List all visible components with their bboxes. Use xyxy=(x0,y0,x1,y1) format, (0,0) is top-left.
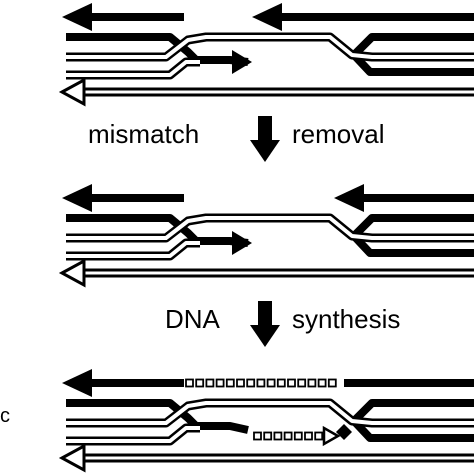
synthesis-box-top xyxy=(215,378,225,388)
hollow-bottom-inner xyxy=(66,60,200,77)
solid-strand-arrowhead xyxy=(232,50,252,74)
hollow-bottom-inner-3 xyxy=(66,426,200,443)
side-mark: c xyxy=(0,405,10,427)
template-strand-arrowhead-3 xyxy=(58,443,86,473)
synthesis-box-top xyxy=(297,378,307,388)
hollow-strand-inner-2 xyxy=(66,216,474,240)
synthesis-box-top xyxy=(185,378,194,388)
synthesis-box-top xyxy=(287,378,296,388)
panel-after-removal xyxy=(58,184,474,288)
top-strand-left-arrowhead-3 xyxy=(62,369,92,397)
synthesis-box-top xyxy=(205,378,215,388)
step-arrow-1 xyxy=(250,116,280,162)
synthesis-box-bottom xyxy=(273,431,283,441)
new-synthesis-bottom xyxy=(253,431,324,441)
synthesis-box-top xyxy=(256,378,266,388)
step2-label-right: synthesis xyxy=(292,304,401,334)
panel-after-synthesis xyxy=(58,369,474,473)
panel-before-repair xyxy=(58,3,474,107)
step2-label-left: DNA xyxy=(165,304,220,334)
synthesis-box-bottom xyxy=(304,431,313,441)
step1-label-right: removal xyxy=(292,119,385,149)
hollow-strand-inner xyxy=(66,35,474,59)
synthesis-box-bottom xyxy=(263,431,273,441)
solid-strand-3 xyxy=(66,399,249,434)
synthesis-box-top xyxy=(307,378,317,388)
synthesis-box-top xyxy=(246,378,256,388)
nick-mark xyxy=(336,424,352,440)
synthesis-box-top xyxy=(266,378,276,388)
synthesis-box-top xyxy=(195,378,205,388)
template-strand-arrowhead xyxy=(58,77,86,107)
synthesis-box-top xyxy=(225,378,235,388)
top-strand-right-arrowhead xyxy=(252,3,282,31)
hollow-bottom-inner-2 xyxy=(66,241,200,258)
step1-label-left: mismatch xyxy=(88,119,200,149)
top-strand-left-arrowhead-2 xyxy=(62,184,92,212)
step-arrow-2 xyxy=(250,301,280,347)
synthesis-box-top xyxy=(317,378,327,388)
top-strand-left-arrowhead xyxy=(62,3,92,31)
synthesis-box-top xyxy=(236,378,245,388)
synthesis-box-bottom xyxy=(283,431,293,441)
synthesis-box-top xyxy=(276,378,286,388)
synthesis-box-bottom xyxy=(293,431,303,441)
synthesis-box-bottom xyxy=(314,431,324,441)
template-strand-arrowhead-2 xyxy=(58,258,86,288)
top-strand-right-arrowhead-2 xyxy=(334,184,364,212)
synthesis-box-top xyxy=(327,378,337,388)
solid-strand-arrowhead-2 xyxy=(232,231,252,255)
synthesis-arrowhead xyxy=(322,425,341,447)
hollow-strand-inner-3 xyxy=(66,401,474,425)
new-synthesis-top xyxy=(185,378,337,388)
synthesis-box-bottom xyxy=(253,431,262,441)
